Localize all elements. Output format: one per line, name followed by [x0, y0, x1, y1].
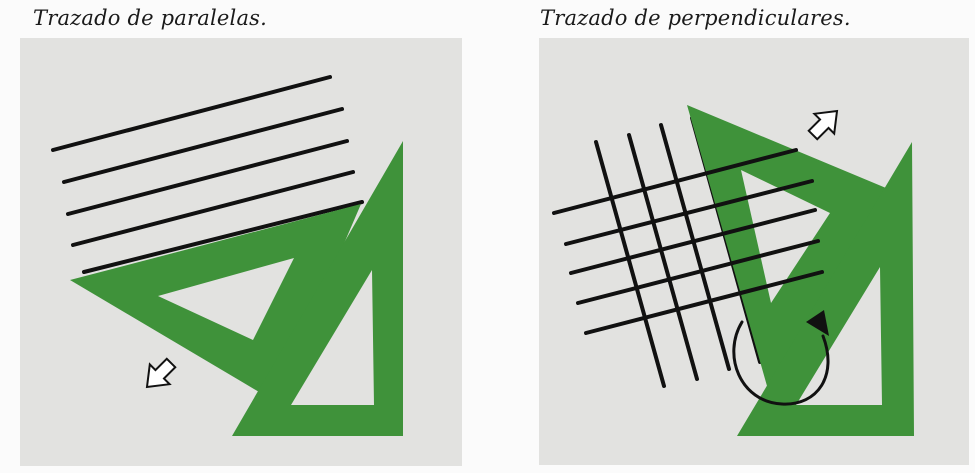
parallel-line: [66, 139, 349, 216]
horizontal-lines: [552, 148, 824, 335]
grid-line: [659, 123, 731, 371]
set-square-30-60: [737, 142, 914, 436]
parallel-lines: [51, 75, 364, 274]
parallel-line: [82, 200, 364, 274]
grid-line: [552, 148, 798, 215]
grid-line: [627, 133, 699, 381]
left-panel-title: Trazado de paralelas.: [33, 6, 268, 30]
grid-line: [569, 208, 817, 275]
parallel-line: [51, 75, 332, 152]
parallel-line: [71, 170, 355, 247]
set-square-45: [687, 105, 886, 393]
grid-line: [584, 270, 824, 335]
grid-line: [594, 140, 666, 388]
grid-line: [564, 179, 814, 246]
set-square-30-60: [232, 141, 403, 436]
arrow-down-left-icon: [145, 357, 177, 389]
parallel-line: [62, 107, 344, 184]
right-panel-title: Trazado de perpendiculares.: [540, 6, 851, 30]
arrow-up-right-icon: [807, 109, 839, 141]
grid-line: [576, 239, 820, 305]
rotation-arrow-icon: [732, 310, 830, 406]
